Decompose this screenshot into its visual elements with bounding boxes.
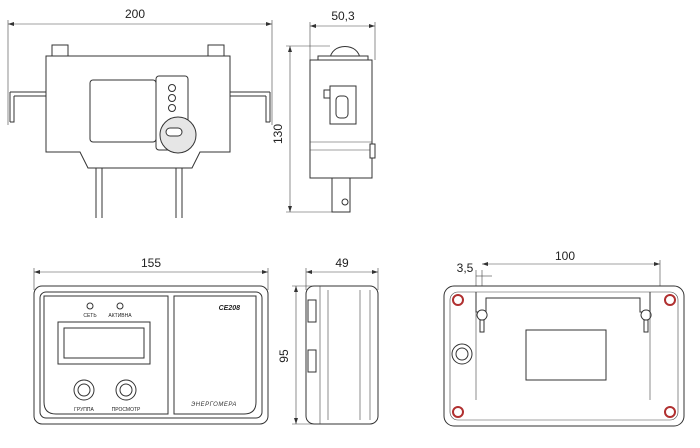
model-label: CE208 <box>219 305 241 312</box>
lcd-screen <box>63 327 145 359</box>
button-group-inner <box>77 383 91 397</box>
led-power-label: СЕТЬ <box>83 313 97 319</box>
indicator-bot <box>168 104 176 112</box>
dim-label-155: 155 <box>141 256 161 270</box>
dim-label-95: 95 <box>277 349 291 363</box>
view-side-small: 49 95 <box>277 256 379 425</box>
dimension-155: 155 <box>33 256 269 290</box>
screw-bl <box>452 406 464 418</box>
dimension-3-5: 3,5 <box>457 261 492 300</box>
bottom-terminals <box>95 168 183 218</box>
right-mounting-rail <box>228 91 271 123</box>
dimension-130: 130 <box>271 45 350 213</box>
screws <box>452 294 676 418</box>
top-clip-right <box>207 44 225 58</box>
dim-label-49: 49 <box>335 256 349 270</box>
button-group-label: ГРУППА <box>74 407 94 413</box>
side-small-tab-mid <box>307 349 317 373</box>
keyhole-left-slot <box>479 319 485 333</box>
dim-label-200: 200 <box>125 7 145 21</box>
front-right-panel <box>173 295 257 415</box>
side-small-body <box>305 285 379 425</box>
dim-label-3-5: 3,5 <box>457 261 474 275</box>
side-small-tab-top <box>307 299 317 323</box>
screw-tl <box>452 294 464 306</box>
brand-label: ЭНЕРГОМЕРА <box>191 402 237 408</box>
screw-br <box>664 406 676 418</box>
dimension-200: 200 <box>7 7 273 125</box>
side-small-ribs <box>319 286 371 424</box>
left-mounting-rail <box>9 91 52 123</box>
indicator-top <box>168 84 176 92</box>
back-port-inner <box>455 347 469 361</box>
dim-label-50-3: 50,3 <box>331 9 355 23</box>
dimension-95: 95 <box>277 285 312 425</box>
button-view-inner <box>119 383 133 397</box>
meter-display-housing <box>89 79 157 143</box>
side-terminal-hole <box>341 198 349 206</box>
indicator-mid <box>168 94 176 102</box>
view-front-panel: 155 СЕТЬ АКТИВНА ГРУППА ПРОСМОТР CE208 Э… <box>33 256 269 425</box>
back-casing-inner <box>449 291 679 421</box>
dimension-50-3: 50,3 <box>309 9 376 60</box>
side-right-ledge <box>369 143 376 159</box>
led-activity <box>116 302 124 310</box>
view-side-profile: 50,3 130 <box>271 9 376 213</box>
knob-slot <box>165 127 183 137</box>
keyhole-right-slot <box>643 319 649 333</box>
button-view-label: ПРОСМОТР <box>112 407 141 413</box>
keyhole-right <box>640 309 652 321</box>
dimension-49: 49 <box>305 256 379 290</box>
led-activity-label: АКТИВНА <box>108 313 132 319</box>
back-side-rails <box>475 312 651 400</box>
view-mounted-front: 200 <box>7 7 273 218</box>
top-clip-left <box>51 44 69 58</box>
back-label-plate <box>525 329 607 381</box>
dim-label-100: 100 <box>555 249 575 263</box>
dim-label-130: 130 <box>271 124 285 144</box>
side-bottom-terminal <box>331 177 351 213</box>
side-hanger-slot <box>335 95 349 119</box>
led-power <box>86 302 94 310</box>
keyhole-left <box>476 309 488 321</box>
side-hanger-tab <box>323 89 331 99</box>
view-back-panel: 3,5 100 <box>443 249 685 427</box>
screw-tr <box>664 294 676 306</box>
